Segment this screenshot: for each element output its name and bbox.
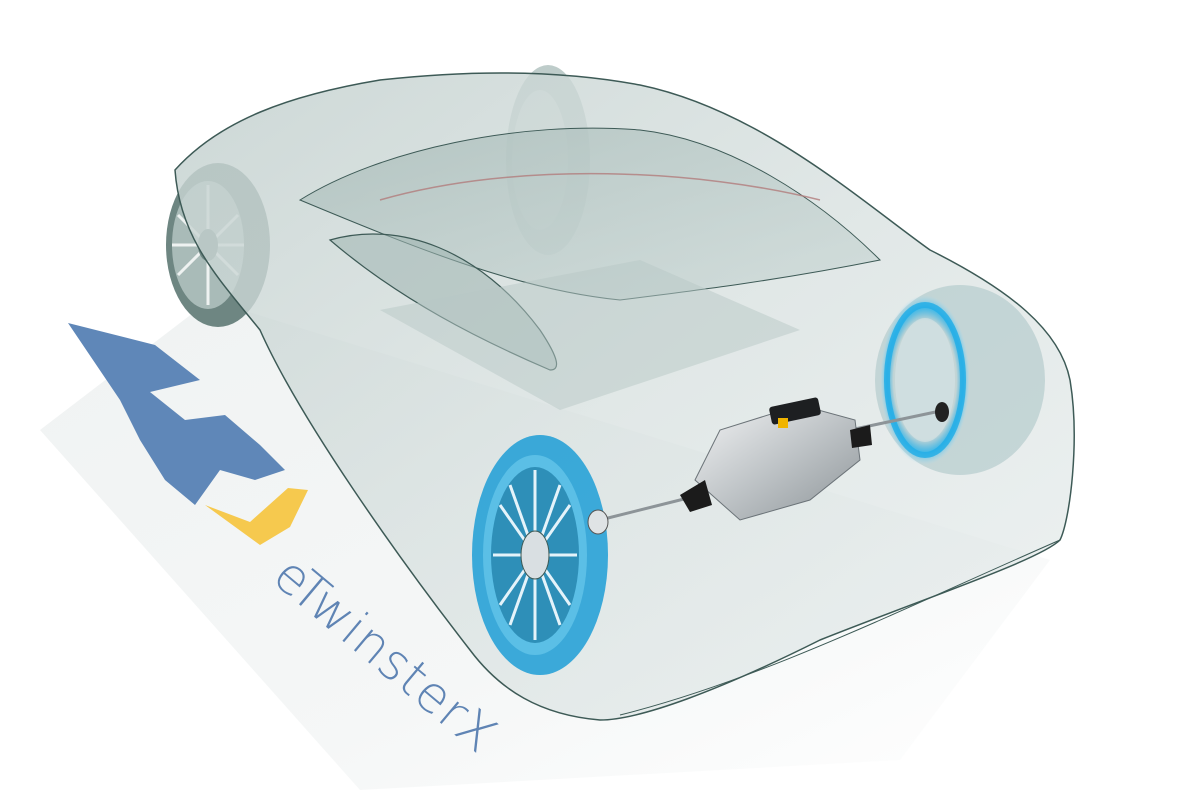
rear-left-wheel <box>472 435 608 675</box>
gkn-logo-blue <box>68 323 285 505</box>
left-cv-joint <box>587 509 609 535</box>
gkn-logo <box>68 323 308 545</box>
rear-right-wheel <box>875 285 1045 475</box>
battery-pack <box>380 260 800 410</box>
rear-bumper-edge <box>619 539 1061 716</box>
roof-accent-line <box>379 172 821 201</box>
gkn-logo-chevron <box>205 488 308 545</box>
right-cv-joint <box>935 402 949 422</box>
etwinsterx-drive-unit <box>680 397 872 521</box>
